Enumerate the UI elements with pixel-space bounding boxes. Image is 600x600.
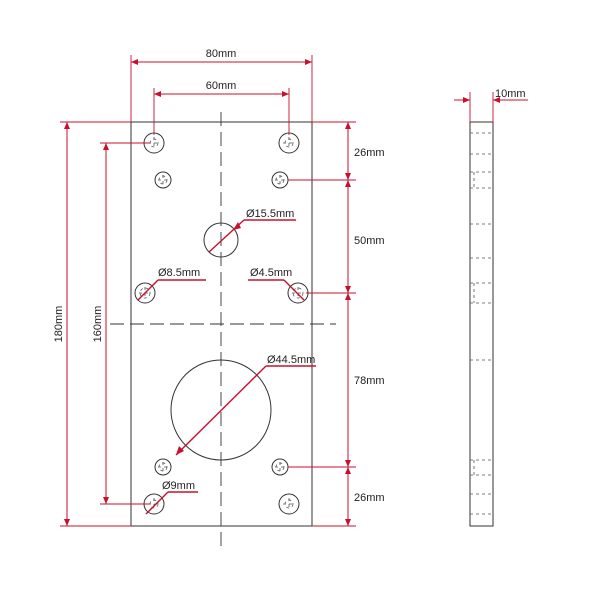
hole-lower-left: [154, 458, 172, 476]
callout-bottom-hole: [145, 491, 198, 515]
dim-height-outer: [60, 121, 131, 527]
label-bottom-hole: Ø9mm: [162, 480, 195, 492]
label-height-outer: 180mm: [53, 306, 65, 343]
dim-height-inner: [100, 142, 150, 505]
hole-lower-right: [271, 458, 289, 476]
label-width-inner: 60mm: [206, 80, 237, 92]
label-height-inner: 160mm: [92, 306, 104, 343]
hole-top-right: [278, 132, 300, 154]
side-view-outline: [469, 121, 494, 527]
hole-row2-left: [154, 171, 172, 189]
large-hole: [170, 359, 272, 461]
label-seg-middle: 50mm: [354, 235, 385, 247]
hole-row2-right: [271, 171, 289, 189]
label-thickness: 10mm: [495, 88, 526, 100]
dim-width-inner: [153, 88, 290, 135]
label-seg-top: 26mm: [354, 147, 385, 159]
hole-bottom-right: [278, 493, 300, 515]
callout-mount-hole-left: [137, 279, 206, 301]
dim-width-outer: [130, 55, 313, 122]
hole-mid-right: [287, 282, 309, 304]
dim-thickness: [454, 92, 528, 122]
label-seg-bottom: 26mm: [354, 492, 385, 504]
label-center-hole: Ø15.5mm: [246, 208, 294, 220]
callout-mount-hole-right: [248, 279, 305, 301]
label-mount-hole-left: Ø8.5mm: [158, 267, 200, 279]
label-large-hole: Ø44.5mm: [267, 354, 315, 366]
side-view-hidden-lines: [470, 132, 493, 515]
dim-right-chain: [288, 121, 356, 527]
label-mount-hole-right: Ø4.5mm: [250, 267, 292, 279]
label-seg-lower: 78mm: [354, 375, 385, 387]
center-hole: [203, 222, 239, 258]
label-width-outer: 80mm: [206, 48, 237, 60]
callout-large-hole: [175, 365, 316, 456]
callout-center-hole: [208, 219, 296, 253]
